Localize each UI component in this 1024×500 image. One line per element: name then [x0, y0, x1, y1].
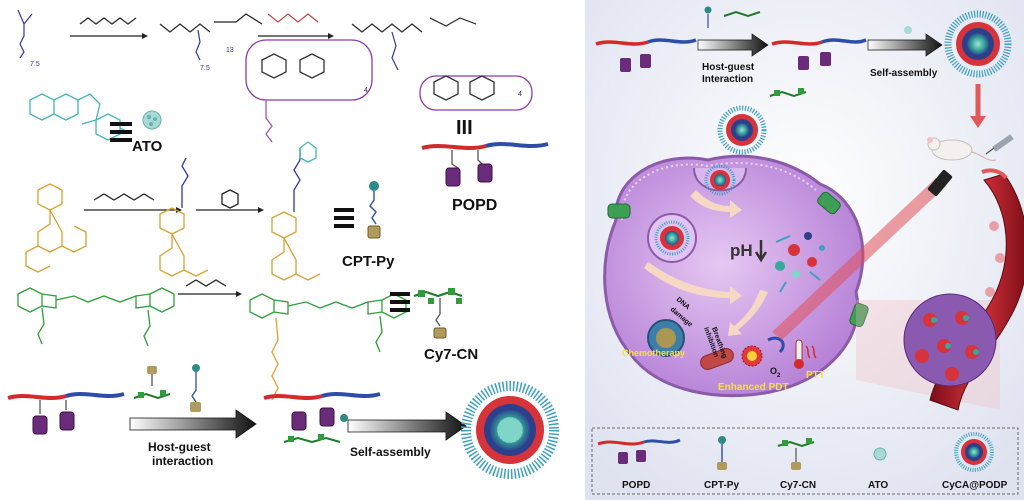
disassembled-nanoparticle: [775, 232, 825, 293]
cy7-linker: [178, 279, 279, 401]
legend-ato-icon: [873, 447, 887, 461]
subscript-4-a: 4: [364, 87, 368, 94]
interaction-label-right: Interaction: [702, 74, 753, 85]
chemotherapy-label: Chemotherapy: [622, 348, 685, 358]
self-assembly-arrow-left: [347, 411, 467, 441]
ph-label: pH: [730, 241, 753, 260]
legend-popd-icon: [597, 438, 681, 464]
host-guest-arrow: [129, 409, 257, 439]
equivalent-sign-cy7: [390, 292, 410, 312]
legend-cy7-cn-icon: [777, 438, 815, 470]
popd-label: POPD: [452, 197, 497, 214]
host-guest-arrow-right: [697, 6, 769, 57]
legend-label-ato: ATO: [868, 480, 888, 491]
legend-cpt-py-icon: [717, 436, 727, 470]
popd-bottom-graphic: [7, 392, 125, 435]
legend-label-cy7-cn: Cy7-CN: [780, 480, 816, 491]
left-panel: 7.5 13 7.5 4 4 A: [7, 9, 559, 479]
legend-cyca-podp-icon: [954, 432, 994, 472]
subscript-13: 13: [226, 47, 234, 54]
intracellular-arrows: [644, 190, 768, 336]
raft-scheme: [17, 9, 477, 71]
host-guest-label: Host-guest: [148, 440, 211, 454]
host-guest-label-right: Host-guest: [702, 62, 755, 73]
copolymer-blue-chain: [195, 29, 201, 61]
equivalent-three: III: [456, 117, 473, 139]
subscript-7-5-b: 7.5: [200, 65, 210, 72]
cpt-synthesis: [25, 141, 321, 281]
complex-graphic: [263, 392, 381, 444]
legend-label-popd: POPD: [622, 480, 650, 491]
guest-molecules-icons: [133, 364, 201, 412]
pdt-burst: [741, 336, 785, 367]
tumor-cell: pH DNA damage Chemotherapy Breathing inh…: [603, 154, 869, 398]
complex-top-graphic: [769, 38, 867, 98]
copolymer-second-blue: [391, 31, 399, 71]
pillararene-macrocycle: [245, 39, 533, 143]
o2-subscript: 2: [777, 373, 781, 379]
nucleus: [647, 319, 685, 357]
nanoparticle-floating: [717, 105, 767, 155]
self-assembly-label-left: Self-assembly: [350, 445, 431, 459]
cy7-synthesis: [17, 287, 407, 353]
equivalent-sign-cpt: [334, 208, 354, 228]
thermometer-icon: [794, 339, 817, 369]
tumor-mass: [903, 293, 997, 387]
o2-label: O: [770, 366, 777, 376]
mouse-icon: [927, 137, 997, 161]
self-assembly-arrow-right: [867, 26, 943, 57]
right-panel: Host-guest Interaction Self-assembly: [585, 0, 1024, 500]
cpt-py-icon: [367, 181, 381, 239]
cy7-cn-label: Cy7-CN: [424, 346, 478, 363]
mitochondrion: [700, 348, 734, 370]
popd-top-graphic: [595, 38, 697, 72]
equivalent-sign-ato: [110, 122, 132, 142]
monomer-structure: [17, 9, 33, 59]
subscript-7-5-a: 7.5: [30, 61, 40, 68]
nanoparticle-top-right: [944, 10, 1012, 78]
ato-cluster-icon: [142, 110, 162, 130]
ato-label: ATO: [132, 138, 163, 155]
legend-label-cpt-py: CPT-Py: [704, 480, 739, 491]
cpt-py-label: CPT-Py: [342, 253, 395, 270]
ph-down-arrow: [754, 240, 768, 263]
ato-structure: [29, 93, 129, 141]
syringe-icon: [985, 134, 1014, 155]
down-arrow-to-mouse: [970, 84, 986, 128]
legend-box: POPD CPT-Py Cy7-CN ATO CyCA@PODP: [591, 427, 1019, 495]
interaction-label: interaction: [152, 454, 213, 468]
nanoparticle-large: [461, 381, 559, 479]
channel-1: [607, 203, 631, 219]
legend-label-cyca-podp: CyCA@PODP: [942, 480, 1008, 491]
self-assembly-label-right: Self-assembly: [870, 68, 938, 79]
cy7-cn-icon: [413, 288, 463, 339]
ptt-label: PTT: [806, 370, 825, 381]
subscript-4-b: 4: [518, 91, 522, 98]
popd-polymer-graphic: [421, 142, 549, 187]
enhanced-pdt-label: Enhanced PDT: [718, 382, 789, 393]
